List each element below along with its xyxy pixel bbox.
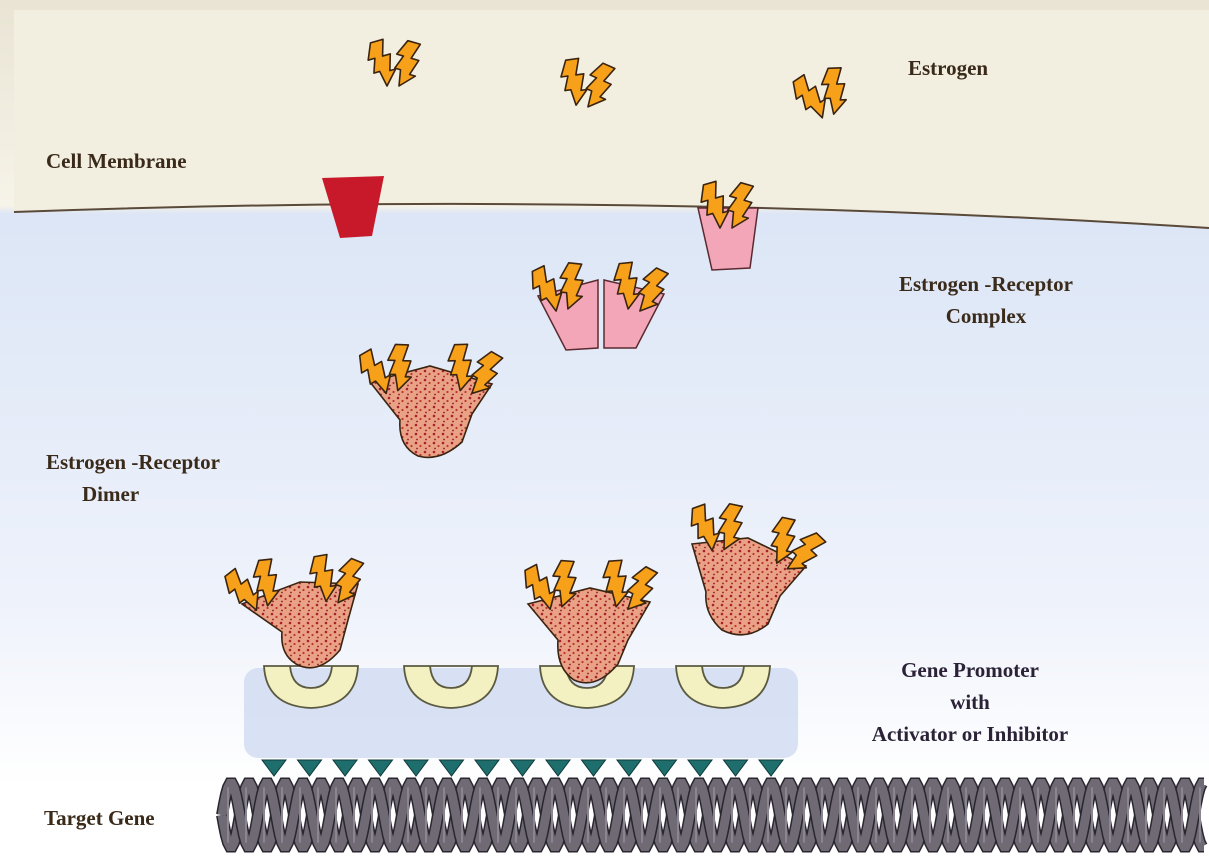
label-line: Estrogen -Receptor <box>32 446 290 478</box>
extracellular-space <box>14 10 1209 228</box>
label-line: Dimer <box>32 478 290 510</box>
label-gene-promoter: Gene Promoter with Activator or Inhibito… <box>830 654 1110 750</box>
label-target-gene: Target Gene <box>44 802 155 834</box>
label-line: Gene Promoter <box>830 654 1110 686</box>
label-line: Activator or Inhibitor <box>830 718 1110 750</box>
label-estrogen: Estrogen <box>908 52 988 84</box>
label-line: Complex <box>856 300 1116 332</box>
label-estrogen-receptor-complex: Estrogen -Receptor Complex <box>856 268 1116 332</box>
target-gene-dna <box>222 784 1204 847</box>
label-estrogen-receptor-dimer: Estrogen -Receptor Dimer <box>32 446 290 510</box>
label-line: with <box>830 686 1110 718</box>
label-line: Estrogen -Receptor <box>856 268 1116 300</box>
label-cell-membrane: Cell Membrane <box>46 145 187 177</box>
